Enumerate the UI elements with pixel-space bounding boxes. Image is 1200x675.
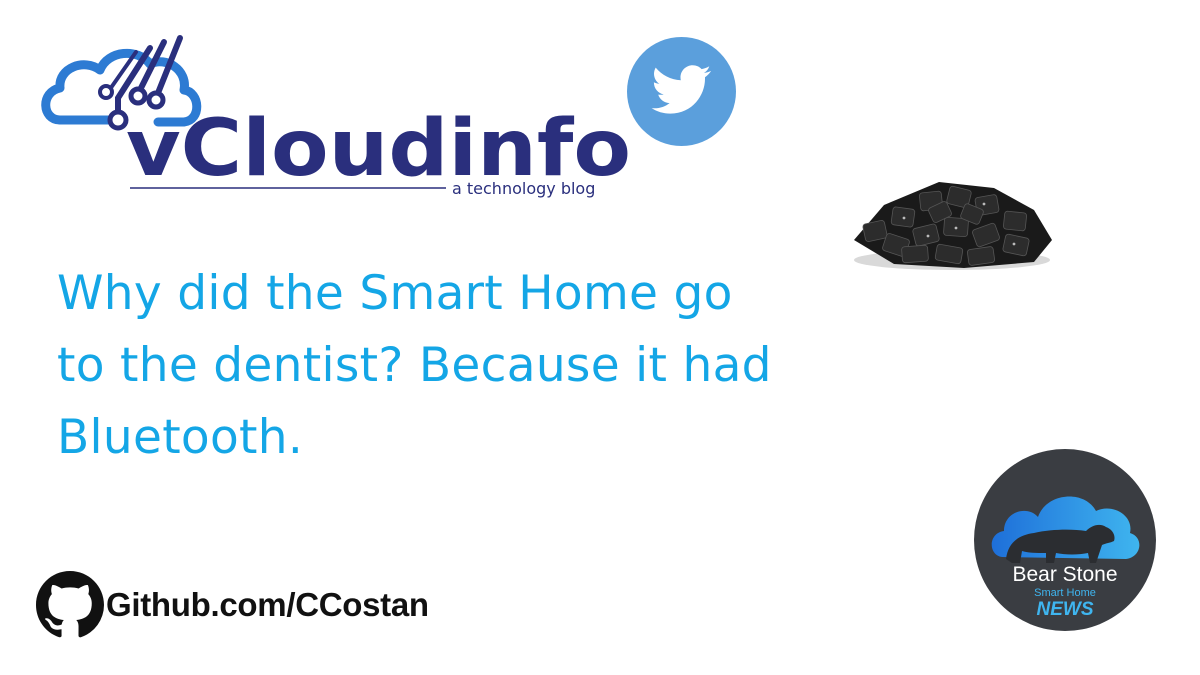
- brand-wordmark: vCloudinfo: [126, 104, 631, 194]
- bearstone-logo-icon: Bear Stone Smart Home NEWS: [974, 449, 1156, 631]
- bearstone-title: Bear Stone: [1012, 563, 1117, 586]
- bearstone-news-badge[interactable]: Bear Stone Smart Home NEWS: [974, 449, 1156, 631]
- bearstone-news: NEWS: [1037, 599, 1094, 620]
- brand-tagline: a technology blog: [452, 179, 595, 198]
- keycaps-icon: [854, 182, 1052, 270]
- bearstone-subtitle: Smart Home: [1034, 587, 1096, 599]
- twitter-bird-icon: [627, 37, 736, 146]
- twitter-badge[interactable]: [627, 37, 736, 146]
- github-link[interactable]: Github.com/CCostan: [36, 570, 429, 640]
- cloud-circuit-logo-icon: vCloudinfo a technology blog: [41, 35, 631, 198]
- vcloudinfo-logo: vCloudinfo a technology blog: [38, 30, 638, 205]
- joke-text: Why did the Smart Home go to the dentist…: [57, 266, 772, 465]
- github-label: Github.com/CCostan: [106, 586, 429, 623]
- keyboard-keys-pile-image: [844, 170, 1059, 275]
- github-icon: [36, 571, 104, 638]
